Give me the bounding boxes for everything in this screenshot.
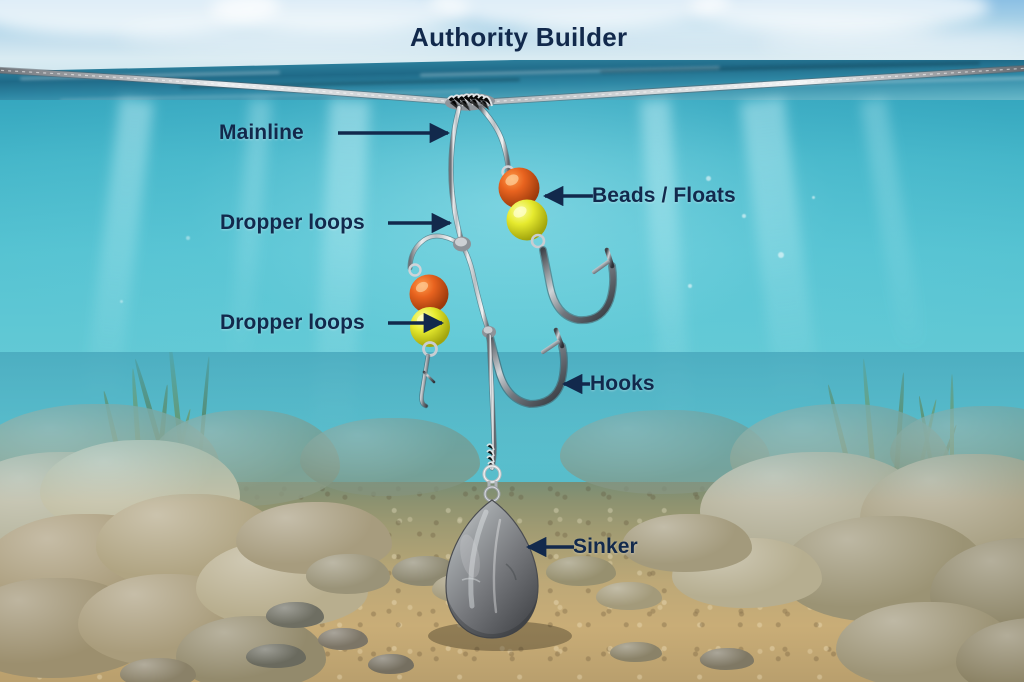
- rock: [120, 658, 196, 682]
- bubble: [688, 284, 692, 288]
- hook-upper-right: [539, 246, 618, 325]
- rock: [318, 628, 368, 650]
- label-sinker: Sinker: [573, 535, 638, 558]
- rock: [306, 554, 390, 594]
- label-hooks: Hooks: [590, 372, 655, 395]
- bubble: [778, 252, 784, 258]
- bead-stack-right: [498, 165, 548, 249]
- swivel-rings: [482, 464, 502, 503]
- bubble: [742, 214, 746, 218]
- rock: [546, 556, 616, 586]
- label-dropper-loops-lower: Dropper loops: [220, 311, 365, 334]
- dropper-loop-upper: [407, 233, 491, 333]
- rock: [368, 654, 414, 674]
- label-dropper-loops-upper: Dropper loops: [220, 211, 365, 234]
- hook-snell-knot: [482, 326, 496, 338]
- seabed: [0, 352, 1024, 682]
- dropper-left-trunk: [448, 105, 465, 245]
- rock: [266, 602, 324, 628]
- teardrop-sinker: [445, 499, 539, 639]
- page-title: Authority Builder: [410, 22, 628, 52]
- hook-lower-center: [485, 327, 568, 409]
- cloud: [520, 14, 940, 44]
- water-haze: [0, 352, 1024, 502]
- rock: [956, 618, 1024, 682]
- hook-left-small: [419, 353, 436, 409]
- rock: [246, 644, 306, 668]
- bubble: [186, 236, 190, 240]
- bead-stack-left: [408, 263, 450, 357]
- bubble: [812, 196, 815, 199]
- cloud: [760, 30, 1024, 54]
- cloud: [120, 18, 480, 52]
- rock: [596, 582, 662, 610]
- bubble: [120, 300, 123, 303]
- label-beads-floats: Beads / Floats: [592, 184, 736, 207]
- bubble: [706, 176, 711, 181]
- rock: [700, 648, 754, 670]
- rock: [610, 642, 662, 662]
- rock: [622, 514, 752, 572]
- label-mainline: Mainline: [219, 121, 304, 144]
